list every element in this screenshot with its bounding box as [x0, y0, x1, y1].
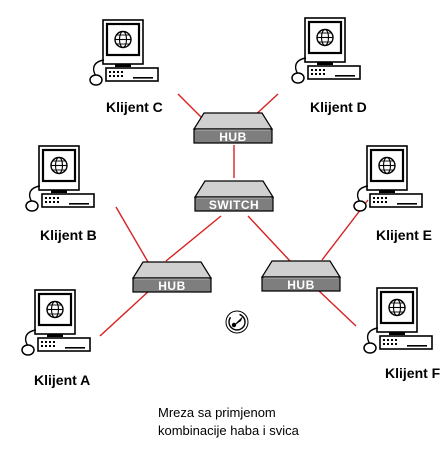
client-e-computer-icon [352, 144, 424, 213]
switch-label: SWITCH [209, 198, 259, 212]
caption-line-2: kombinacije haba i svica [158, 423, 299, 438]
client-f-computer-icon [362, 286, 434, 355]
link-client-a-hub-left [99, 289, 151, 337]
client-f[interactable] [362, 286, 434, 355]
client-e-label: Klijent E [376, 227, 432, 243]
client-c-label: Klijent C [106, 99, 163, 115]
client-b-computer-icon [24, 144, 96, 213]
hub-right[interactable]: HUB [261, 260, 341, 292]
client-a[interactable] [20, 288, 92, 357]
client-d[interactable] [290, 16, 362, 85]
link-client-f-hub-right [317, 289, 357, 327]
client-d-label: Klijent D [310, 99, 367, 115]
client-d-computer-icon [290, 16, 362, 85]
tool-badge-icon [225, 310, 249, 334]
hub-right-label: HUB [287, 278, 315, 292]
client-b-label: Klijent B [40, 227, 97, 243]
link-switch-hub-left [165, 215, 222, 262]
client-c[interactable] [88, 18, 160, 87]
caption-line-1: Mreza sa primjenom [158, 405, 276, 420]
client-a-computer-icon [20, 288, 92, 357]
client-f-label: Klijent F [385, 365, 441, 381]
hub-top[interactable]: HUB [193, 112, 273, 144]
hub-left-label: HUB [158, 279, 186, 293]
switch[interactable]: SWITCH [194, 180, 274, 212]
client-e[interactable] [352, 144, 424, 213]
client-a-label: Klijent A [34, 372, 90, 388]
link-client-b-hub-left [115, 206, 149, 263]
diagram-caption: Mreza sa primjenom kombinacije haba i sv… [158, 404, 358, 440]
client-b[interactable] [24, 144, 96, 213]
hub-top-label: HUB [219, 130, 247, 144]
link-switch-hub-right [247, 215, 291, 262]
hub-left[interactable]: HUB [132, 261, 212, 293]
client-c-computer-icon [88, 18, 160, 87]
